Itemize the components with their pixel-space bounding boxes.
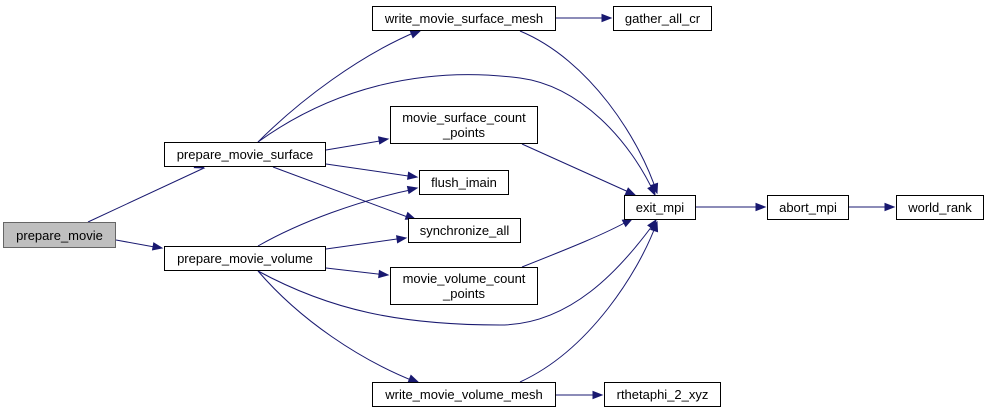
edge-surface-to-write-surface-mesh-arrowhead <box>409 30 422 39</box>
edge-volume-to-flush-imain <box>257 188 416 247</box>
node-abort-mpi[interactable]: abort_mpi <box>767 195 849 220</box>
edge-surface-count-to-exit-mpi-arrowhead <box>624 187 637 196</box>
node-label: synchronize_all <box>419 223 510 238</box>
edge-write-volume-mesh-to-exit-mpi <box>519 221 658 383</box>
node-synchronize-all[interactable]: synchronize_all <box>408 218 521 243</box>
node-prepare-movie-volume[interactable]: prepare_movie_volume <box>164 246 326 271</box>
edge-volume-to-write-volume-mesh <box>257 270 417 383</box>
edge-write-surface-mesh-to-gather-arrowhead <box>601 13 613 23</box>
node-label: prepare_movie_surface <box>176 147 314 162</box>
edge-write-surface-mesh-to-exit-mpi-arrowhead <box>650 182 659 195</box>
node-flush-imain[interactable]: flush_imain <box>419 170 509 195</box>
node-gather-all-cr[interactable]: gather_all_cr <box>613 6 712 31</box>
edge-volume-to-volume-count <box>325 267 387 276</box>
node-world-rank[interactable]: world_rank <box>896 195 984 220</box>
edge-surface-to-flush-imain-arrowhead <box>407 171 419 180</box>
node-prepare-movie-surface[interactable]: prepare_movie_surface <box>164 142 326 167</box>
edge-surface-to-write-surface-mesh <box>257 30 419 143</box>
edge-write-volume-mesh-to-rthetaphi-arrowhead <box>592 390 604 400</box>
edge-write-surface-mesh-to-exit-mpi <box>519 30 658 194</box>
edge-volume-to-synchronize-all <box>325 237 405 250</box>
edge-surface-to-synchronize-all <box>272 166 414 220</box>
edge-volume-count-to-exit-mpi <box>521 219 631 268</box>
node-label: write_movie_surface_mesh <box>384 11 544 26</box>
node-write-movie-surface-mesh[interactable]: write_movie_surface_mesh <box>372 6 556 31</box>
node-label: abort_mpi <box>779 200 837 215</box>
node-exit-mpi[interactable]: exit_mpi <box>624 195 696 220</box>
edge-surface-to-surface-count <box>325 139 387 151</box>
node-label: flush_imain <box>431 175 497 190</box>
edge-surface-to-flush-imain <box>325 163 416 178</box>
edge-prepare-movie-to-volume-arrowhead <box>151 242 164 251</box>
node-label-line-2: _points <box>443 286 485 301</box>
node-label: world_rank <box>908 200 972 215</box>
node-label: write_movie_volume_mesh <box>385 387 543 402</box>
edge-abort-mpi-to-world-rank-arrowhead <box>884 202 896 212</box>
node-label: prepare_movie <box>16 227 103 243</box>
edge-volume-to-exit-mpi <box>257 221 656 326</box>
node-label: rthetaphi_2_xyz <box>616 387 709 402</box>
node-rthetaphi-2-xyz[interactable]: rthetaphi_2_xyz <box>604 382 721 407</box>
edge-volume-to-write-volume-mesh-arrowhead <box>407 374 420 383</box>
edge-surface-to-surface-count-arrowhead <box>377 136 390 145</box>
edge-volume-to-synchronize-all-arrowhead <box>396 235 408 244</box>
edge-write-volume-mesh-to-exit-mpi-arrowhead <box>650 220 659 233</box>
edge-surface-to-exit-mpi-top <box>257 74 656 196</box>
edge-volume-to-volume-count-arrowhead <box>378 269 390 279</box>
node-movie-volume-count-points[interactable]: movie_volume_count _points <box>390 267 538 305</box>
edge-volume-to-flush-imain-arrowhead <box>406 185 419 195</box>
node-label: exit_mpi <box>635 200 685 215</box>
node-label-line-2: _points <box>443 125 485 140</box>
node-prepare-movie[interactable]: prepare_movie <box>3 222 116 248</box>
node-label-line-1: movie_surface_count <box>402 110 526 125</box>
node-movie-surface-count-points[interactable]: movie_surface_count _points <box>390 106 538 144</box>
node-label: prepare_movie_volume <box>177 251 313 266</box>
node-label: gather_all_cr <box>624 11 701 26</box>
edge-surface-count-to-exit-mpi <box>521 143 634 195</box>
edge-prepare-movie-to-surface <box>87 167 205 223</box>
edge-exit-mpi-to-abort-mpi-arrowhead <box>755 202 767 212</box>
node-write-movie-volume-mesh[interactable]: write_movie_volume_mesh <box>372 382 556 407</box>
node-label-line-1: movie_volume_count <box>402 271 526 286</box>
